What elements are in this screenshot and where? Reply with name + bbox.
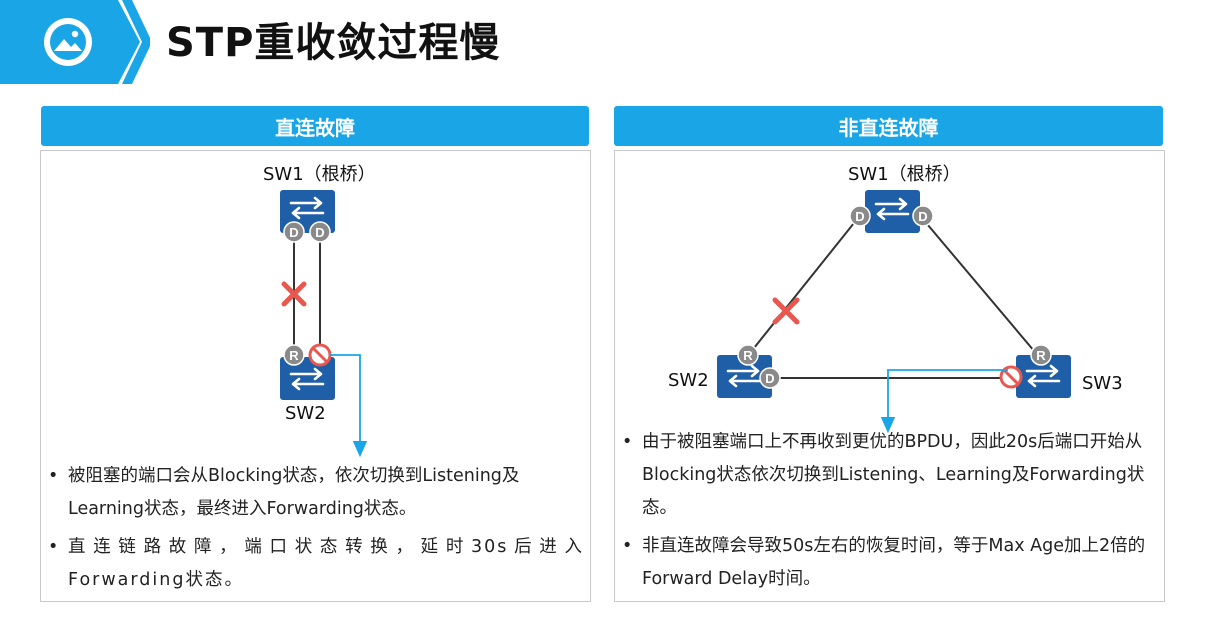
svg-text:R: R <box>743 348 753 363</box>
blocked-port-icon <box>308 343 332 367</box>
pointer-arrow-left <box>330 354 368 458</box>
svg-text:R: R <box>289 348 299 363</box>
link-sw1-sw3 <box>921 217 1041 359</box>
label-sw3-right: SW3 <box>1082 373 1123 394</box>
port-badge-d: D <box>849 205 871 227</box>
switch-icon-sw2-left <box>280 357 335 400</box>
port-badge-d: D <box>283 221 305 243</box>
title-banner <box>0 0 150 84</box>
svg-text:D: D <box>289 225 298 240</box>
blocked-port-icon <box>999 365 1023 389</box>
port-badge-d: D <box>912 205 934 227</box>
bullet-list-left: 被阻塞的端口会从Blocking状态，依次切换到Listening及Learni… <box>42 460 584 602</box>
list-item: 被阻塞的端口会从Blocking状态，依次切换到Listening及Learni… <box>42 460 584 526</box>
port-badge-d: D <box>759 367 781 389</box>
switch-icon-sw1-right <box>865 190 920 233</box>
list-item: 由于被阻塞端口上不再收到更优的BPDU，因此20s后端口开始从Blocking状… <box>616 426 1158 525</box>
list-item: 非直连故障会导致50s左右的恢复时间，等于Max Age加上2倍的Forward… <box>616 530 1158 596</box>
bullet-list-right: 由于被阻塞端口上不再收到更优的BPDU，因此20s后端口开始从Blocking状… <box>616 426 1158 601</box>
svg-text:R: R <box>1036 348 1046 363</box>
port-badge-d: D <box>309 221 331 243</box>
port-badge-r: R <box>283 344 305 366</box>
port-badge-r: R <box>737 344 759 366</box>
link-failure-icon <box>772 297 800 325</box>
panel-header-direct-fault: 直连故障 <box>41 106 589 146</box>
svg-text:D: D <box>855 209 864 224</box>
pointer-arrow-right <box>880 369 1008 434</box>
label-sw2-left: SW2 <box>285 403 326 424</box>
label-sw2-right: SW2 <box>668 370 709 391</box>
svg-text:D: D <box>918 209 927 224</box>
list-item: 直连链路故障，端口状态转换，延时30s后进入Forwarding状态。 <box>42 531 584 597</box>
link-failure-icon <box>281 281 307 307</box>
page-title: STP重收敛过程慢 <box>166 20 501 66</box>
link-sw1-sw2 <box>745 217 859 359</box>
label-root-bridge-left: SW1（根桥） <box>263 164 376 185</box>
panel-header-indirect-fault: 非直连故障 <box>614 106 1163 146</box>
svg-text:D: D <box>765 371 774 386</box>
switch-icon-sw3-right <box>1016 355 1071 398</box>
switch-icon-sw2-right <box>717 355 772 398</box>
label-root-bridge-right: SW1（根桥） <box>848 164 961 185</box>
picture-icon <box>44 18 92 66</box>
port-badge-r: R <box>1030 344 1052 366</box>
svg-text:D: D <box>315 225 324 240</box>
